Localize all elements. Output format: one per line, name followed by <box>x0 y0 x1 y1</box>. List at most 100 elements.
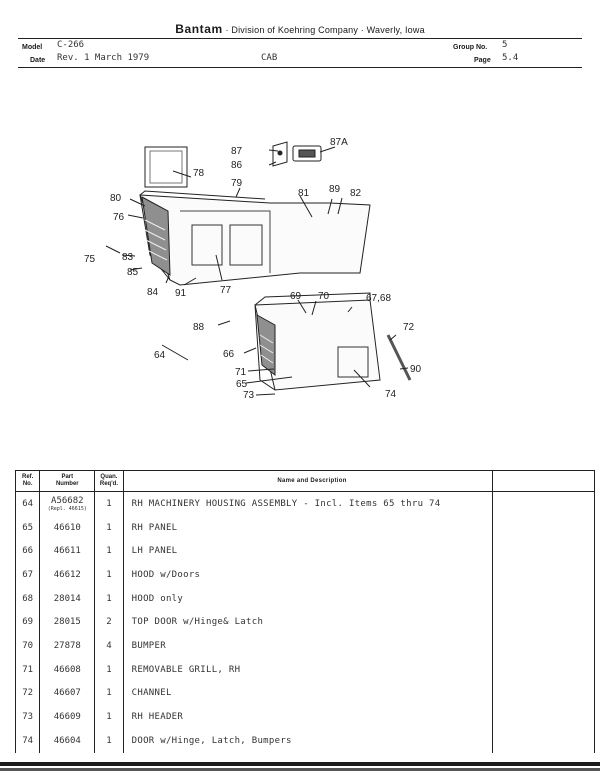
callout-86: 86 <box>231 160 243 171</box>
leader-lines <box>105 146 409 396</box>
cell-part: 28015 <box>39 610 96 635</box>
cell-part: 46612 <box>39 563 96 587</box>
callout-65: 65 <box>236 379 248 390</box>
cell-ref: 68 <box>14 586 41 611</box>
cell-ref: 71 <box>14 657 41 682</box>
callout-70: 70 <box>318 291 330 302</box>
cell-blank <box>492 586 595 611</box>
table-row: 68 28014 1 HOOD only <box>14 586 595 611</box>
cell-qty: 1 <box>94 657 124 682</box>
cell-ref: 69 <box>14 610 41 635</box>
cell-part: 46610 <box>39 515 96 540</box>
table-row: 66 46611 1 LH PANEL <box>14 539 595 564</box>
cell-qty: 1 <box>94 515 124 540</box>
col-header-blank <box>492 470 595 492</box>
cell-blank <box>492 728 595 753</box>
cell-ref: 72 <box>14 681 41 706</box>
cell-desc: TOP DOOR w/Hinge& Latch <box>122 610 494 635</box>
callout-76: 76 <box>113 212 125 223</box>
cell-qty: 1 <box>94 563 124 587</box>
callout-83: 83 <box>122 252 134 263</box>
group-label: Group No. <box>453 44 488 51</box>
cell-ref: 73 <box>14 705 41 729</box>
callout-87: 87 <box>231 146 243 157</box>
col-header-qty: Quan. Req'd. <box>94 470 124 492</box>
cell-qty: 1 <box>94 491 124 516</box>
callout-89: 89 <box>329 184 341 195</box>
table-row: 72 46607 1 CHANNEL <box>14 681 595 706</box>
cell-part-note: (Repl. 46615) <box>47 505 87 512</box>
cell-desc: HOOD only <box>122 586 494 611</box>
cell-blank <box>492 634 595 658</box>
page-label: Page <box>474 57 491 64</box>
callout-81: 81 <box>298 188 310 199</box>
scan-edge-bar-lower <box>0 768 600 771</box>
cell-blank <box>492 681 595 706</box>
header-rule-top <box>18 38 582 39</box>
cell-blank <box>492 705 595 729</box>
cell-part: 28014 <box>39 586 96 611</box>
cell-qty: 1 <box>94 728 124 753</box>
callout-79: 79 <box>231 178 243 189</box>
model-value: C-266 <box>57 40 85 50</box>
cell-part: 46609 <box>39 705 96 729</box>
callout-80: 80 <box>110 193 122 204</box>
table-row: 71 46608 1 REMOVABLE GRILL, RH <box>14 657 595 682</box>
cell-blank <box>492 539 595 564</box>
cab-housing-drawing <box>139 190 371 286</box>
callout-73: 73 <box>243 390 255 401</box>
callout-75: 75 <box>84 254 96 265</box>
col-header-desc: Name and Description <box>122 470 494 492</box>
cell-ref: 74 <box>14 728 41 753</box>
callout-66: 66 <box>223 349 235 360</box>
cell-desc: LH PANEL <box>122 539 494 564</box>
cell-part: 46607 <box>39 681 96 706</box>
scan-edge-bar <box>0 762 600 766</box>
date-label: Date <box>30 57 46 64</box>
callout-71: 71 <box>235 367 247 378</box>
cell-desc: HOOD w/Doors <box>122 563 494 587</box>
callout-90: 90 <box>410 364 422 375</box>
table-row: 73 46609 1 RH HEADER <box>14 705 595 729</box>
cell-qty: 4 <box>94 634 124 658</box>
cell-part: A56682 (Repl. 46615) <box>39 491 96 516</box>
cell-desc: DOOR w/Hinge, Latch, Bumpers <box>122 728 494 753</box>
cell-ref: 67 <box>14 563 41 587</box>
header-rule-bottom <box>18 67 582 68</box>
callout-69: 69 <box>290 291 302 302</box>
callout-77: 77 <box>220 285 232 296</box>
channel-72-drawing <box>386 334 412 381</box>
parts-list-table: Ref. No. Part Number Quan. Req'd. Name a… <box>14 470 595 753</box>
brand-subtitle: · Division of Koehring Company · Waverly… <box>225 25 425 35</box>
bracket-86-87-drawing <box>272 141 288 167</box>
cell-ref: 70 <box>14 634 41 658</box>
callout-85: 85 <box>127 267 139 278</box>
panel-78-drawing <box>144 146 188 188</box>
cell-blank <box>492 491 595 516</box>
callout-78: 78 <box>193 168 205 179</box>
cell-ref: 66 <box>14 539 41 564</box>
table-header-row: Ref. No. Part Number Quan. Req'd. Name a… <box>14 470 595 492</box>
model-label: Model <box>22 44 43 51</box>
cell-qty: 1 <box>94 539 124 564</box>
cell-blank <box>492 610 595 635</box>
cell-blank <box>492 563 595 587</box>
cell-ref: 64 <box>14 491 41 516</box>
exploded-parts-diagram: 64 65 66 67,68 69 70 71 72 73 74 75 76 7… <box>84 137 422 401</box>
table-row: 69 28015 2 TOP DOOR w/Hinge& Latch <box>14 610 595 635</box>
cell-desc: BUMPER <box>122 634 494 658</box>
cell-part: 46604 <box>39 728 96 753</box>
cell-desc: CHANNEL <box>122 681 494 706</box>
callout-88: 88 <box>193 322 205 333</box>
table-row: 64 A56682 (Repl. 46615) 1 RH MACHINERY H… <box>14 491 595 516</box>
callout-84: 84 <box>147 287 159 298</box>
latch-87a-drawing <box>292 145 322 162</box>
document-header-title: Bantam · Division of Koehring Company · … <box>0 22 600 36</box>
cell-desc: RH HEADER <box>122 705 494 729</box>
cell-desc: RH PANEL <box>122 515 494 540</box>
col-header-part: Part Number <box>39 470 96 492</box>
cell-qty: 2 <box>94 610 124 635</box>
brand-name: Bantam <box>175 22 223 36</box>
cell-desc: REMOVABLE GRILL, RH <box>122 657 494 682</box>
callout-72: 72 <box>403 322 415 333</box>
